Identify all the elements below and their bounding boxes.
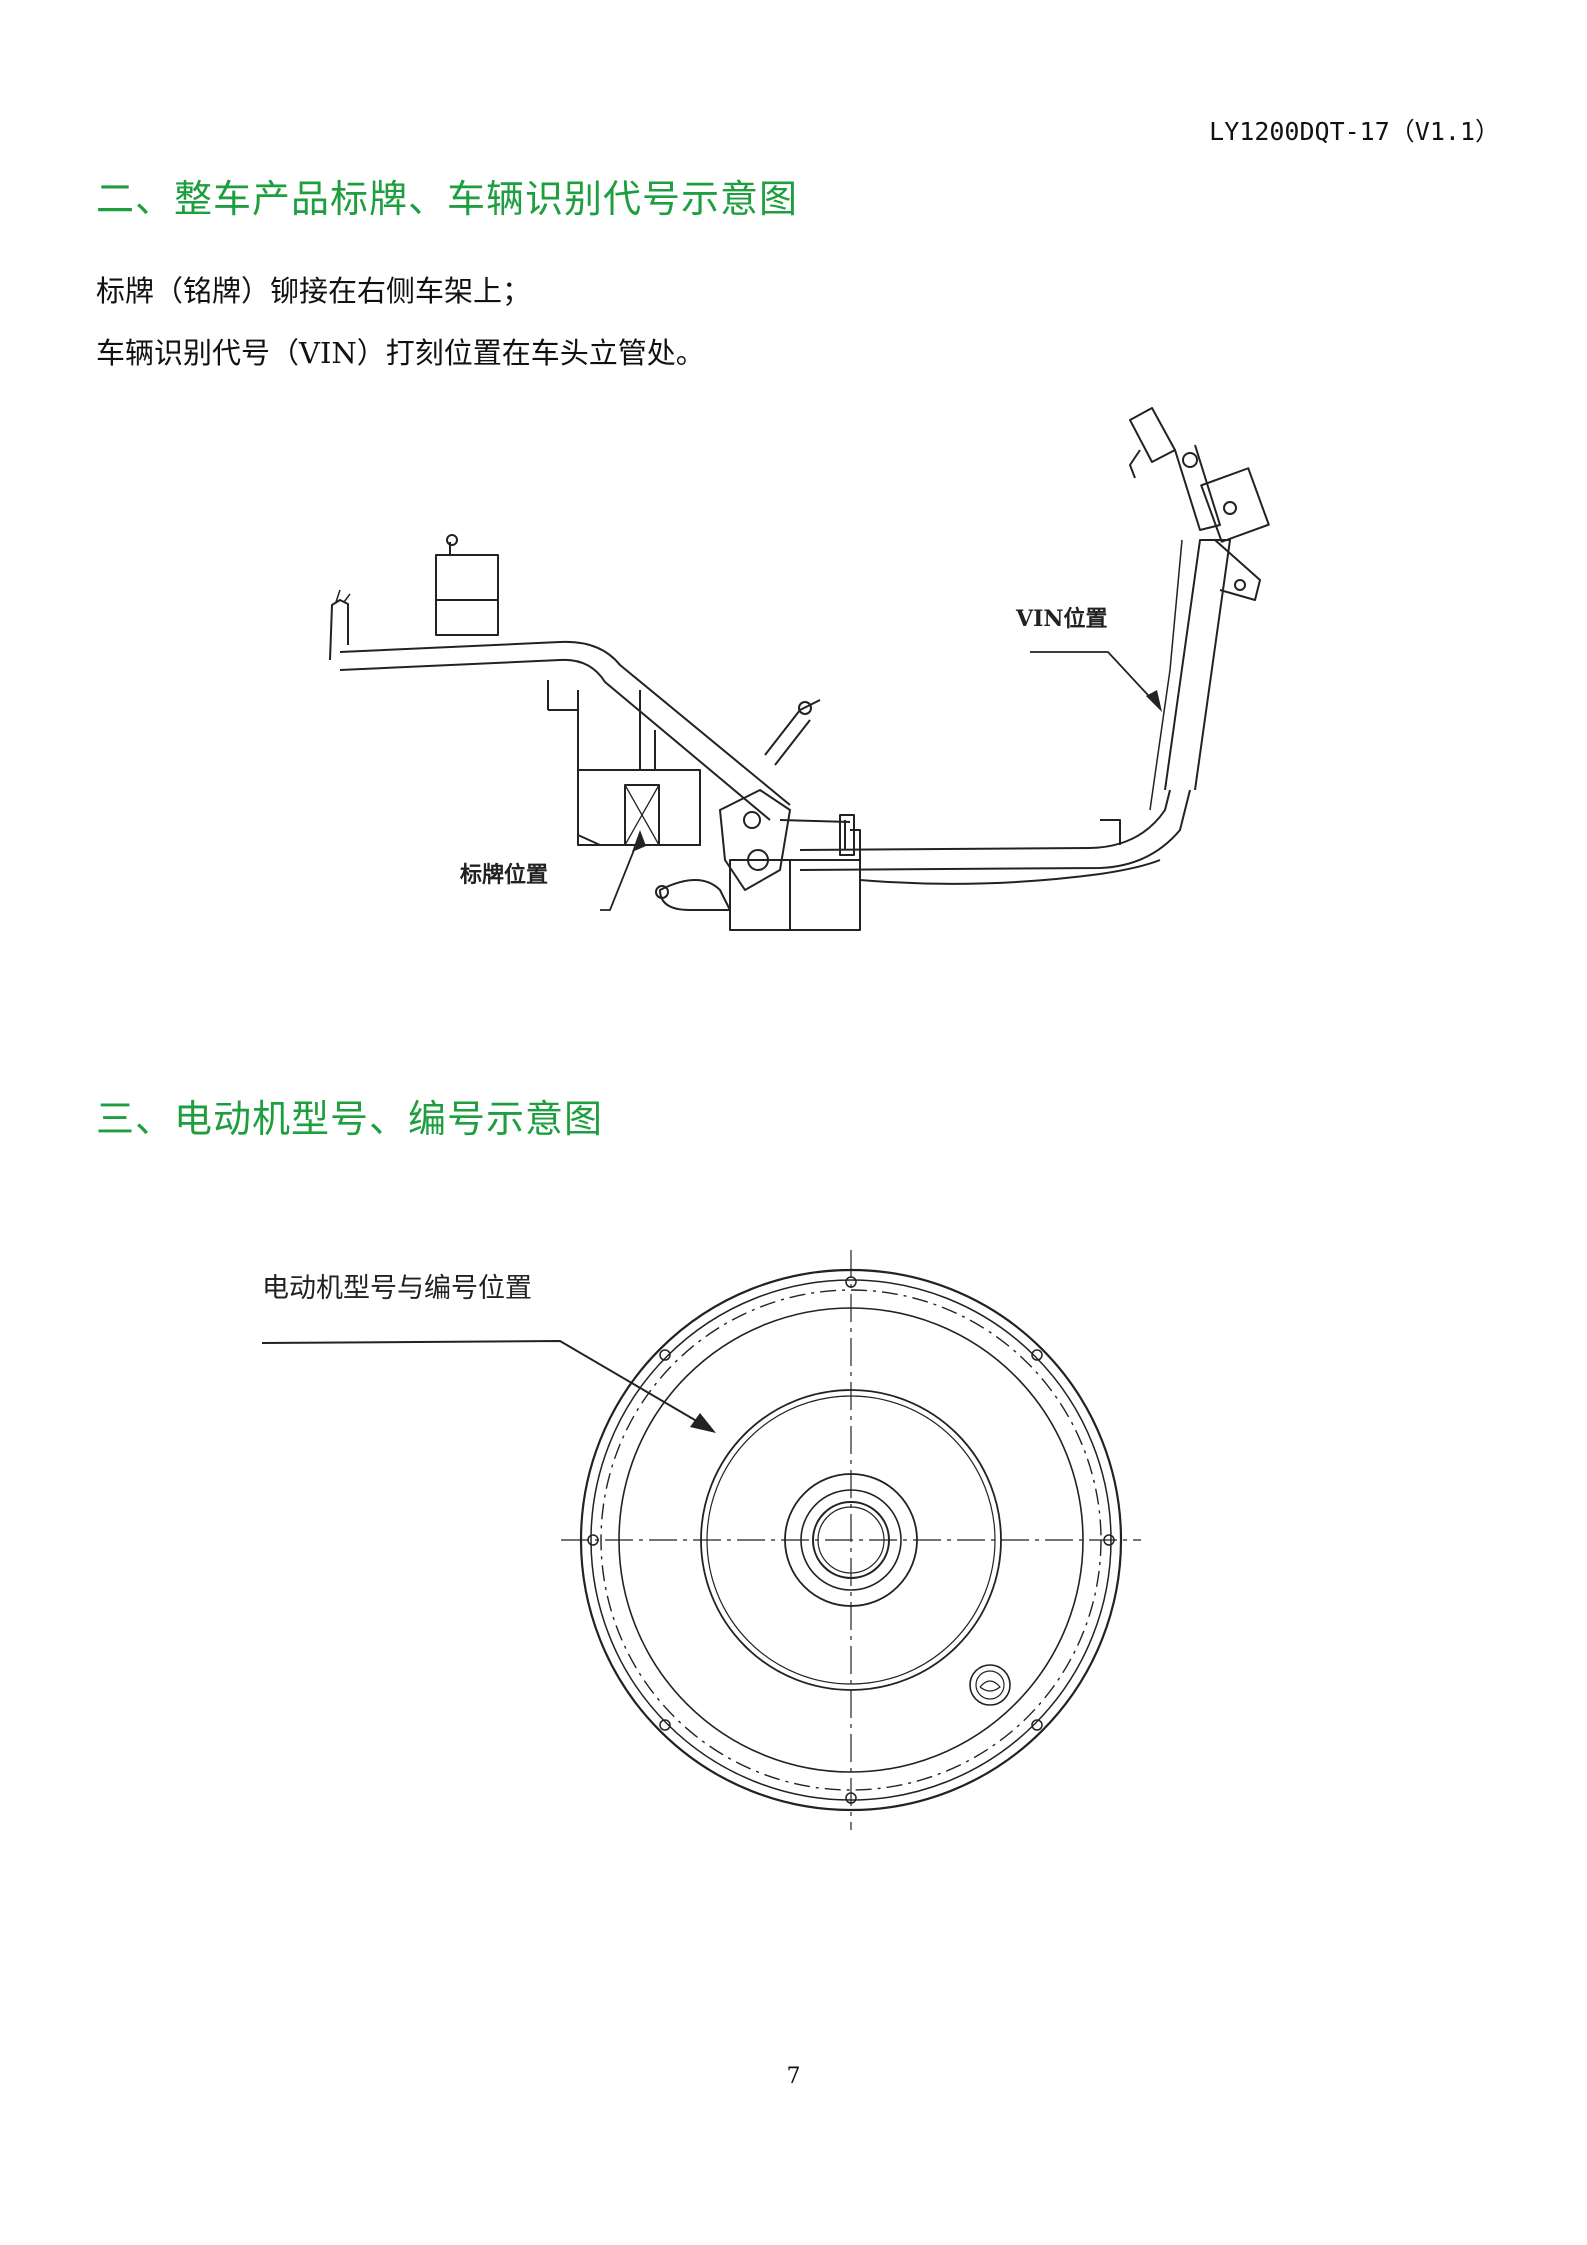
plate-location-label: 标牌位置: [460, 862, 548, 888]
section-2-line-2: 车辆识别代号（VIN）打刻位置在车头立管处。: [96, 336, 705, 370]
vin-location-label: VIN位置: [1015, 606, 1107, 632]
section-3-title: 三、电动机型号、编号示意图: [96, 1097, 604, 1141]
motor-drawing: 电动机型号与编号位置: [261, 1250, 1141, 1830]
section-2-title: 二、整车产品标牌、车辆识别代号示意图: [96, 177, 799, 221]
frame-drawing: 标牌位置 VIN位置: [329, 407, 1270, 931]
page-number: 7: [786, 2064, 801, 2089]
motor-label: 电动机型号与编号位置: [262, 1273, 532, 1304]
document-code: LY1200DQT-17（V1.1）: [1209, 117, 1500, 146]
section-2-line-1: 标牌（铭牌）铆接在右侧车架上；: [96, 274, 532, 308]
